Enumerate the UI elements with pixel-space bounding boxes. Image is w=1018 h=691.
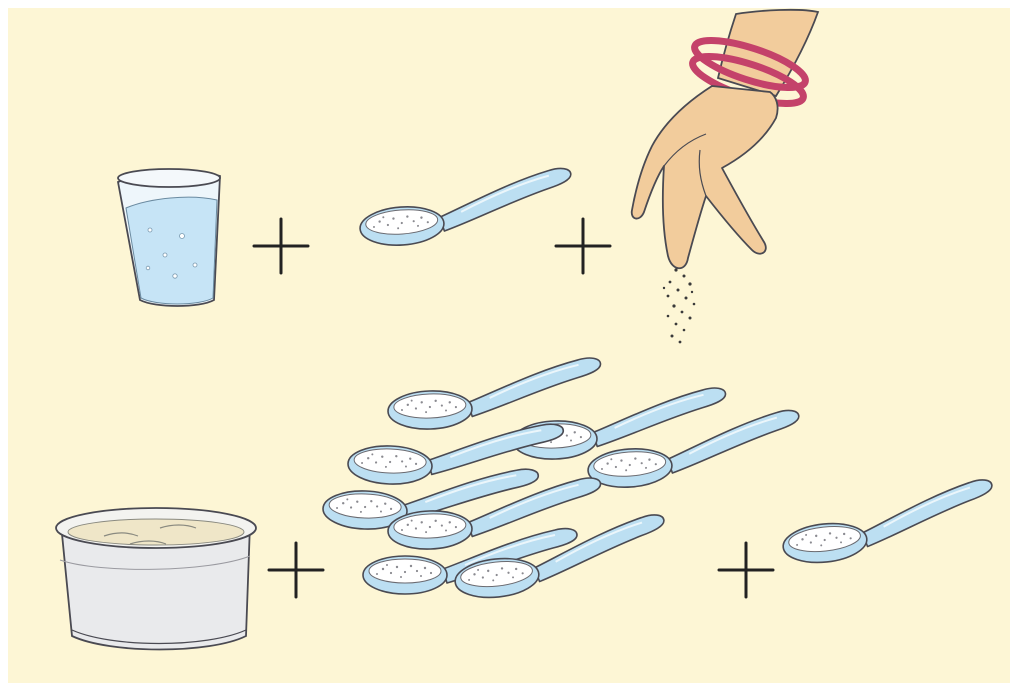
cooking-pot-icon	[56, 508, 256, 650]
